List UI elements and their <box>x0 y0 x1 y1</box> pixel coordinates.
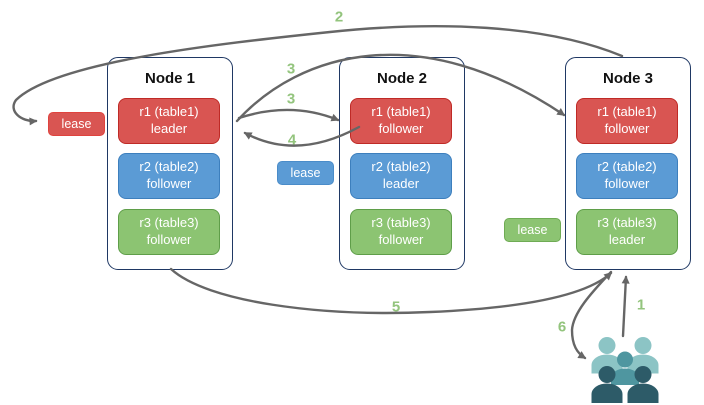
node-2-title: Node 2 <box>376 70 427 87</box>
lease-badge-table3: lease <box>504 218 561 242</box>
node-1-replica-r1: r1 (table1) leader <box>118 98 220 144</box>
node-1: Node 1 r1 (table1) leader r2 (table2) fo… <box>107 57 233 270</box>
replica-name: r2 (table2) <box>371 159 431 175</box>
replica-role: leader <box>608 232 646 247</box>
replica-role: follower <box>146 232 192 247</box>
replica-name: r2 (table2) <box>139 159 199 175</box>
lease-badge-table1: lease <box>48 112 105 136</box>
replica-role: follower <box>378 232 424 247</box>
step-label-3b: 3 <box>286 90 296 108</box>
replica-role: follower <box>604 121 650 136</box>
replica-role: follower <box>146 176 192 191</box>
node-2: Node 2 r1 (table1) follower r2 (table2) … <box>339 57 465 270</box>
replica-name: r1 (table1) <box>139 104 199 120</box>
users-group-icon <box>591 337 659 403</box>
step-label-6: 6 <box>557 318 567 336</box>
node-3-replica-r2: r2 (table2) follower <box>576 153 678 199</box>
replica-role: follower <box>604 176 650 191</box>
node-2-replica-r3: r3 (table3) follower <box>350 209 452 255</box>
lease-badge-table2: lease <box>277 161 334 185</box>
replica-role: leader <box>150 121 188 136</box>
node-2-replica-r2: r2 (table2) leader <box>350 153 452 199</box>
arrow-step-1-request <box>621 275 630 338</box>
replica-role: leader <box>382 176 420 191</box>
replica-name: r3 (table3) <box>371 215 431 231</box>
node-1-replica-r3: r3 (table3) follower <box>118 209 220 255</box>
node-3-title: Node 3 <box>602 70 653 87</box>
replica-name: r3 (table3) <box>139 215 199 231</box>
step-label-5: 5 <box>391 298 401 316</box>
replica-role: follower <box>378 121 424 136</box>
node-1-title: Node 1 <box>144 70 195 87</box>
step-label-4: 4 <box>287 131 297 149</box>
replica-name: r1 (table1) <box>371 104 431 120</box>
node-2-replica-r1: r1 (table1) follower <box>350 98 452 144</box>
arrow-step-3-to-node2 <box>237 108 340 122</box>
node-3-replica-r3: r3 (table3) leader <box>576 209 678 255</box>
replica-name: r1 (table1) <box>597 104 657 120</box>
arrow-step-2 <box>12 25 624 126</box>
step-label-1: 1 <box>636 296 646 314</box>
node-3: Node 3 r1 (table1) follower r2 (table2) … <box>565 57 691 270</box>
replica-name: r2 (table2) <box>597 159 657 175</box>
node-3-replica-r1: r1 (table1) follower <box>576 98 678 144</box>
step-label-3a: 3 <box>286 60 296 78</box>
node-1-replica-r2: r2 (table2) follower <box>118 153 220 199</box>
replica-name: r3 (table3) <box>597 215 657 231</box>
step-label-2: 2 <box>334 8 344 26</box>
